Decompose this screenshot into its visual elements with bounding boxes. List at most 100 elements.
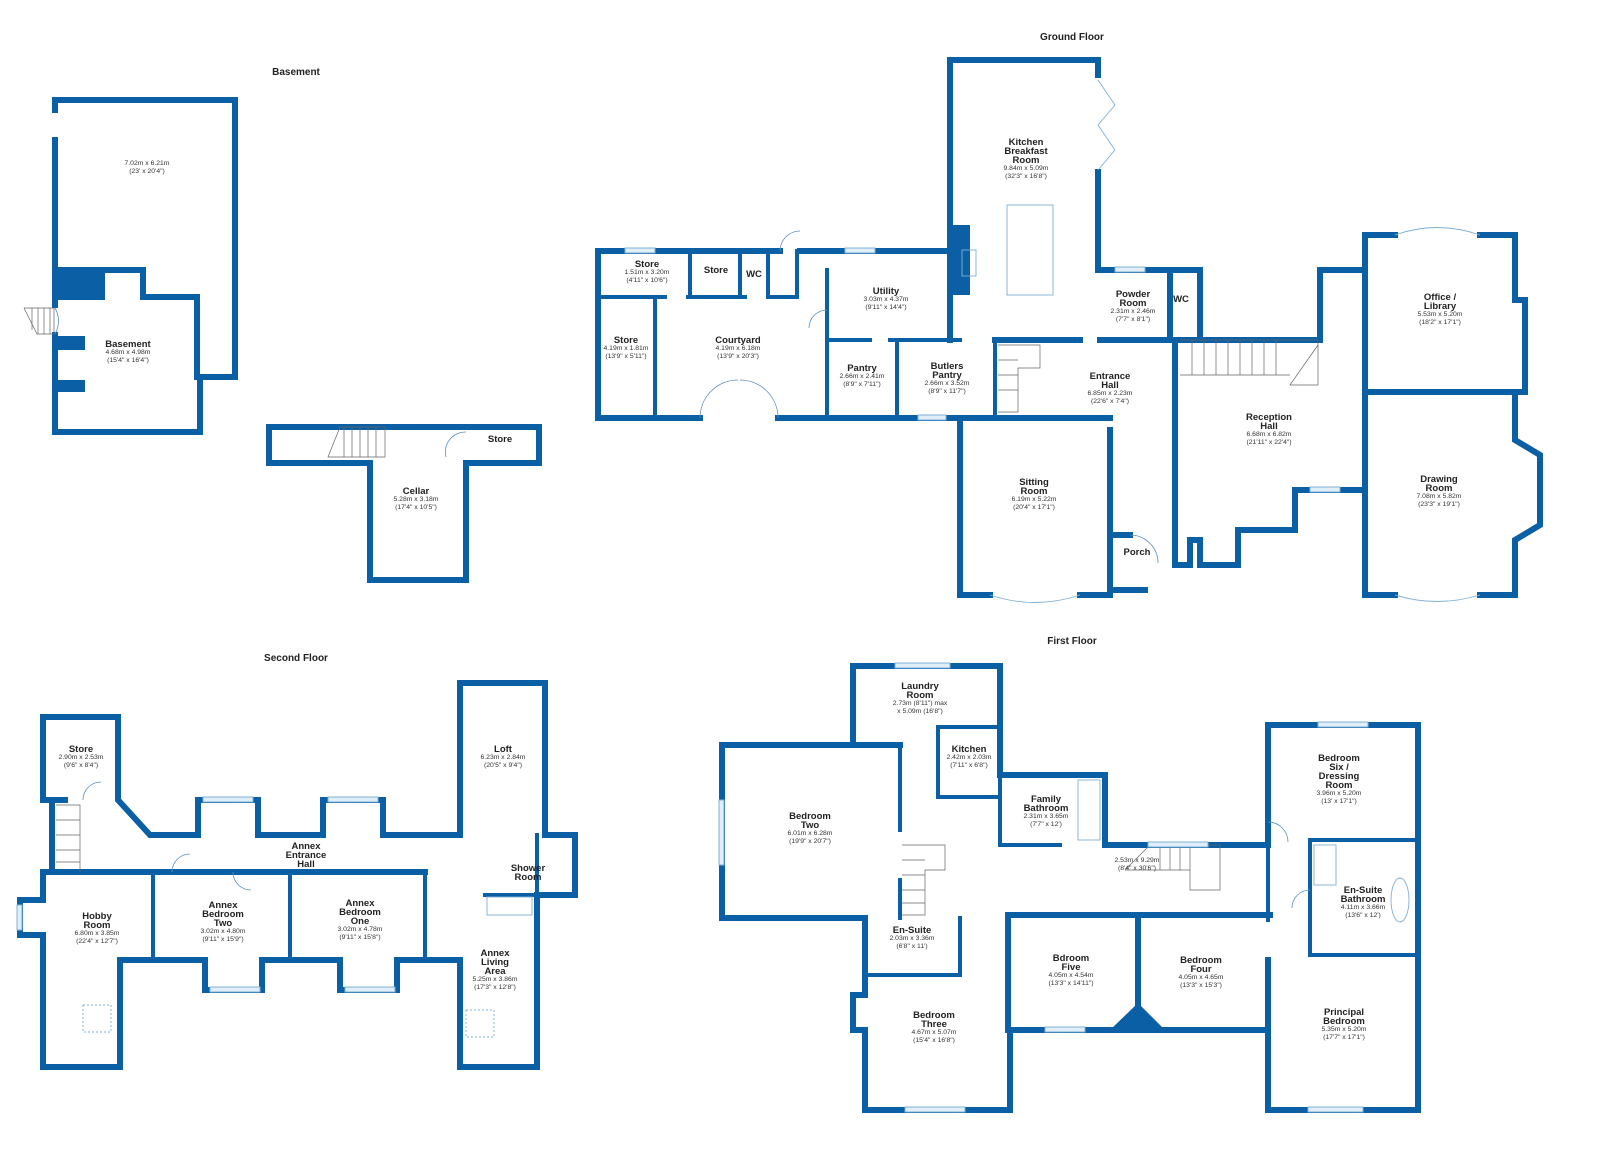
room-dimensions-imperial: (7'11" x 6'8") <box>950 761 988 769</box>
room-dimensions: 6.19m x 5.22m <box>1011 496 1057 503</box>
room-dimensions-imperial: (6'8" x 11') <box>896 942 928 950</box>
room-name: Bedroom Six / Dressing Room <box>1318 753 1360 791</box>
room-name: Office / Library <box>1423 292 1457 312</box>
room-dimensions-imperial: (19'9" x 20'7") <box>789 837 831 845</box>
room-dimensions: 2.66m x 3.52m <box>924 380 970 387</box>
room-dimensions: 5.53m x 5.20m <box>1417 311 1463 318</box>
room-name: Store <box>487 434 513 445</box>
room-dimensions-imperial: (9'6" x 8'4") <box>63 761 99 769</box>
room-name: En-Suite <box>892 925 932 936</box>
room-name: Hobby Room <box>82 911 112 931</box>
room-name: Pantry <box>847 363 877 374</box>
first-floor-walls <box>718 662 1421 1113</box>
room-name: Annex Bedroom Two <box>202 900 244 929</box>
room-dimensions: 2.03m x 3.36m <box>889 935 935 942</box>
ground-room-label: WC <box>1173 295 1189 305</box>
room-dimensions: 6.68m x 6.82m <box>1246 431 1292 438</box>
room-name: Annex Entrance Hall <box>285 841 327 870</box>
room-name: Kitchen <box>951 744 987 755</box>
room-dimensions: 4.11m x 3.66m <box>1340 904 1386 911</box>
room-dimensions-imperial: (15'4" x 16'4") <box>107 356 149 364</box>
room-dimensions: 5.35m x 5.20m <box>1321 1026 1367 1033</box>
room-name: WC <box>746 269 762 280</box>
first-room-label: 2.53m x 9.29m(8'4" x 30'6") <box>1115 857 1160 872</box>
ground-room-label: WC <box>746 269 762 280</box>
room-name: Bedroom Two <box>789 811 831 831</box>
room-dimensions-imperial: (13'9" x 5'11") <box>605 352 647 360</box>
room-name: Store <box>703 265 729 276</box>
room-dimensions-imperial: (23'3" x 19'1") <box>1418 500 1460 508</box>
room-dimensions-imperial: (32'3" x 16'8") <box>1005 172 1047 180</box>
room-name: Kitchen Breakfast Room <box>1004 137 1048 166</box>
room-dimensions: 7.02m x 6.21m <box>124 160 170 167</box>
room-dimensions-imperial: (9'11" x 14'4") <box>865 303 907 311</box>
room-dimensions-imperial: (15'4" x 16'8") <box>913 1036 955 1044</box>
room-dimensions-imperial: (23' x 20'4") <box>129 167 165 175</box>
room-dimensions: 4.19m x 6.18m <box>715 345 761 352</box>
room-dimensions-imperial: (8'9" x 7'11") <box>843 380 881 388</box>
room-name: Annex Living Area <box>480 948 510 977</box>
room-name: Courtyard <box>715 335 761 346</box>
room-dimensions-imperial: (17'4" x 10'5") <box>395 503 437 511</box>
room-dimensions-imperial: (13'9" x 20'3") <box>717 352 759 360</box>
room-dimensions-imperial: (18'2" x 17'1") <box>1419 318 1461 326</box>
room-name: Reception Hall <box>1246 412 1292 432</box>
room-dimensions-imperial: (22'4" x 12'7") <box>76 937 118 945</box>
room-dimensions-imperial: (20'5" x 9'4") <box>483 761 523 769</box>
ground-floor-walls <box>595 57 1543 603</box>
room-dimensions-imperial: x 5.09m (16'8") <box>897 707 943 715</box>
room-name: Store <box>68 744 94 755</box>
room-name: Sitting Room <box>1019 477 1049 497</box>
room-dimensions: 3.02m x 4.78m <box>337 926 383 933</box>
room-dimensions: 4.19m x 1.81m <box>603 345 649 352</box>
room-dimensions-imperial: (7'7" x 12') <box>1030 820 1062 828</box>
room-dimensions: 4.05m x 4.54m <box>1048 972 1094 979</box>
room-dimensions: 3.03m x 4.37m <box>863 296 909 303</box>
room-dimensions: 4.05m x 4.65m <box>1178 974 1224 981</box>
room-dimensions: 2.66m x 2.41m <box>839 373 885 380</box>
room-name: Cellar <box>402 486 430 497</box>
room-name: Drawing Room <box>1420 474 1458 494</box>
room-name: Powder Room <box>1115 289 1151 309</box>
ground-room-label: Porch <box>1124 548 1151 558</box>
room-dimensions-imperial: (8'4" x 30'6") <box>1117 864 1157 872</box>
room-dimensions-imperial: (7'7" x 8'1") <box>1115 315 1151 323</box>
room-name: Entrance Hall <box>1089 371 1131 391</box>
room-dimensions: 3.96m x 5.20m <box>1316 790 1362 797</box>
basement-walls <box>23 97 542 583</box>
second-room-label: Annex Entrance Hall <box>285 841 327 870</box>
room-name: Bedroom Four <box>1180 955 1222 975</box>
room-dimensions-imperial: (21'11" x 22'4") <box>1246 438 1292 446</box>
room-name: Bdroom Five <box>1052 953 1090 973</box>
room-name: Butlers Pantry <box>930 361 964 381</box>
room-dimensions-imperial: (22'6" x 7'4") <box>1090 397 1130 405</box>
room-dimensions: 1.51m x 3.20m <box>624 269 670 276</box>
room-dimensions-imperial: (13'6" x 12') <box>1345 911 1381 919</box>
